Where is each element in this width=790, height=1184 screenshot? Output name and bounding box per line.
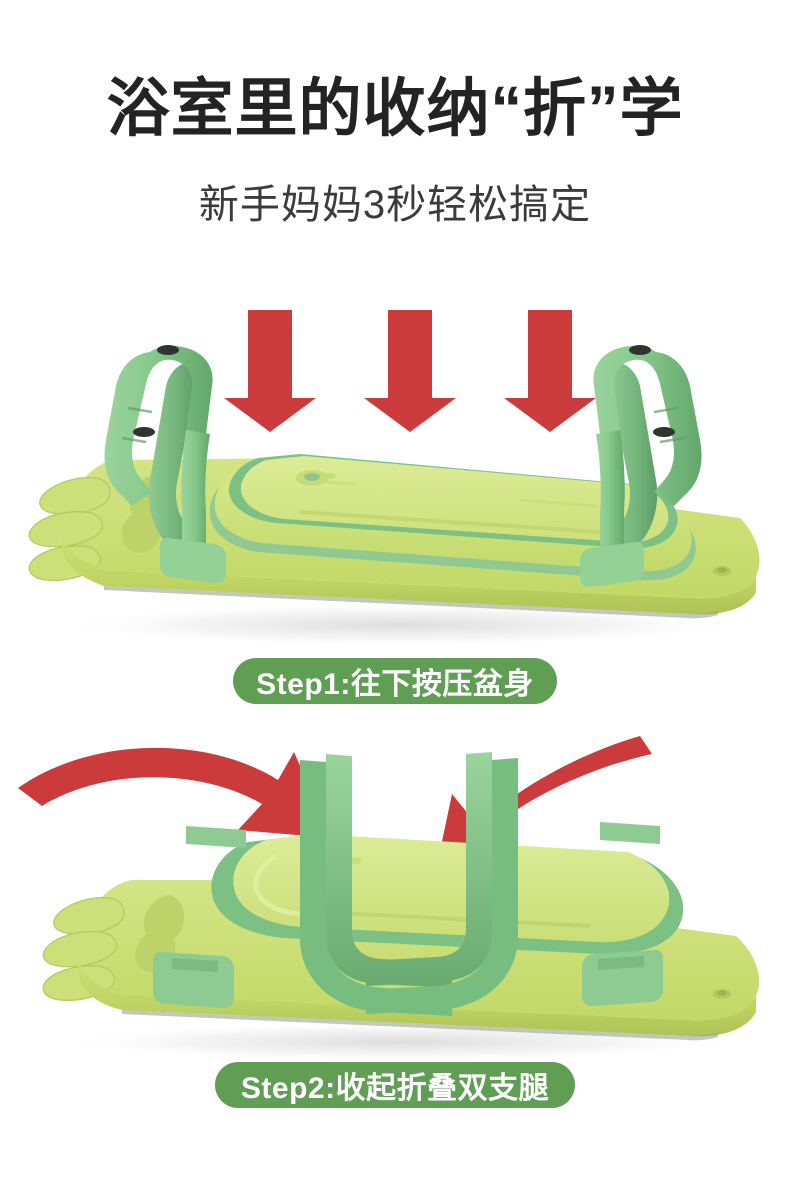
step1-product-photo (0, 280, 790, 650)
hinge-bolt-icon (157, 345, 179, 355)
page-subtitle: 新手妈妈3秒轻松搞定 (198, 183, 592, 227)
curved-arrow-icon (18, 747, 332, 838)
tray-toe-details (42, 895, 185, 1001)
lid-ridge (319, 910, 591, 928)
basin-ridge (519, 498, 597, 508)
leg-hinge-cap (600, 822, 660, 844)
left-leg-assembly (104, 345, 226, 584)
down-arrow-icon (364, 310, 456, 432)
step1-illustration (28, 310, 760, 647)
drain-hole-inner (717, 567, 727, 573)
step2-product-photo (0, 730, 790, 1060)
curved-arrow-icon (436, 736, 652, 870)
basin-interior (240, 456, 669, 543)
leg-hinge-cap (186, 826, 246, 848)
step2-label-pill: Step2:收起折叠双支腿 (215, 1062, 575, 1108)
hinge-bolt-icon (133, 427, 155, 437)
right-leg-assembly (580, 345, 702, 588)
lid-rim-highlight (253, 853, 301, 917)
leg-strut (610, 361, 658, 552)
step2-illustration (18, 736, 760, 1060)
tray-underside-edge (104, 586, 718, 619)
leg-lower-shaft (596, 430, 625, 562)
down-arrow-icon (504, 310, 596, 432)
page-title: 浴室里的收纳“折”学 (106, 74, 684, 144)
basin-collapsed-lid (233, 834, 670, 943)
basin-ridge (299, 510, 601, 534)
hinge-bolt-icon (629, 345, 651, 355)
tray-front-wall (78, 956, 756, 1037)
right-folded-leg (366, 752, 663, 1014)
drain-hole-inner (717, 990, 727, 996)
down-arrow-icon (224, 310, 316, 432)
leg-arch (593, 345, 702, 506)
basin-drain-plug (296, 470, 336, 486)
hinge-bolt-icon (653, 427, 675, 437)
tray-underside-edge (122, 1010, 718, 1041)
tray-front-wall (62, 532, 756, 615)
leg-strut (148, 361, 196, 552)
step1-label-pill: Step1:往下按压盆身 (233, 658, 557, 704)
leg-foot-pad (160, 537, 226, 584)
product-shadow (50, 603, 750, 647)
leg-arch (104, 345, 213, 506)
leg-lower-shaft (181, 430, 210, 556)
leg-foot-pad (580, 541, 644, 588)
